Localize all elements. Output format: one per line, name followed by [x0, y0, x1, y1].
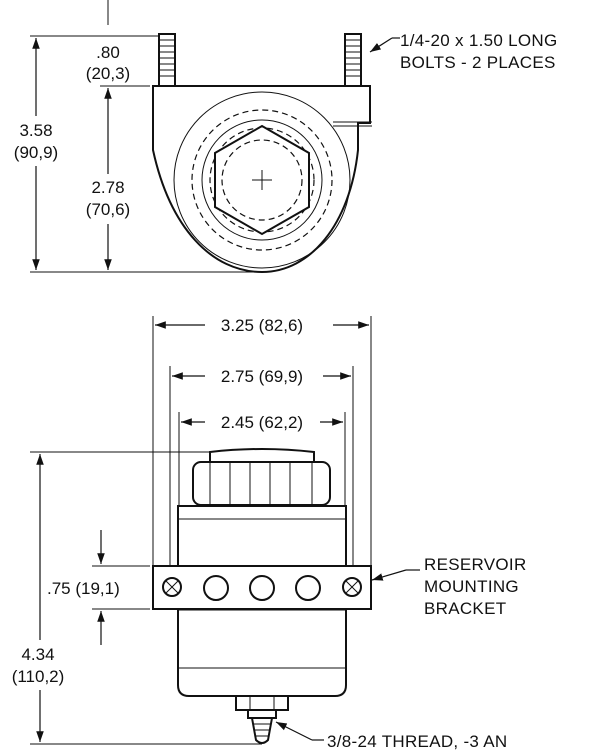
thread-leader	[275, 721, 313, 741]
bracket-hole-1	[203, 575, 229, 601]
dim-top-metric: (20,3)	[86, 64, 130, 83]
an-fitting	[235, 695, 289, 744]
width-mid-label: 2.75 (69,9)	[221, 367, 303, 386]
total-height-imperial: 4.34	[21, 645, 54, 664]
total-height-metric: (110,2)	[12, 667, 65, 686]
reservoir-cap	[192, 461, 331, 506]
bracket-note-line2: MOUNTING	[424, 577, 519, 596]
bracket-note-line1: RESERVOIR	[424, 555, 527, 574]
bracket-note-line3: BRACKET	[424, 599, 506, 618]
bracket-height-label: .75 (19,1)	[47, 579, 120, 598]
dim-inner-metric: (70,6)	[86, 200, 130, 219]
width-outer-label: 3.25 (82,6)	[221, 316, 303, 335]
bracket-hole-2	[249, 575, 275, 601]
bolt-note-line1: 1/4-20 x 1.50 LONG	[400, 31, 558, 50]
width-inner-label: 2.45 (62,2)	[221, 413, 303, 432]
bolt-note-line2: BOLTS - 2 PLACES	[400, 53, 556, 72]
dim-total-imperial: 3.58	[19, 121, 52, 140]
dim-inner-imperial: 2.78	[91, 178, 124, 197]
thread-note: 3/8-24 THREAD, -3 AN	[327, 732, 507, 751]
dim-total-metric: (90,9)	[14, 143, 58, 162]
bolt-leader	[369, 37, 393, 53]
top-view: .80 (20,3) 3.58 (90,9) 2.78 (70,6) 1/4-2…	[0, 0, 558, 274]
bracket-leader	[371, 569, 407, 581]
bolt-left	[158, 33, 176, 87]
dim-top-imperial: .80	[96, 43, 120, 62]
bracket-hole-3	[295, 575, 321, 601]
front-view: 3.25 (82,6) 2.75 (69,9) 2.45 (62,2) 4.34…	[0, 313, 527, 751]
bolt-right	[344, 33, 362, 87]
